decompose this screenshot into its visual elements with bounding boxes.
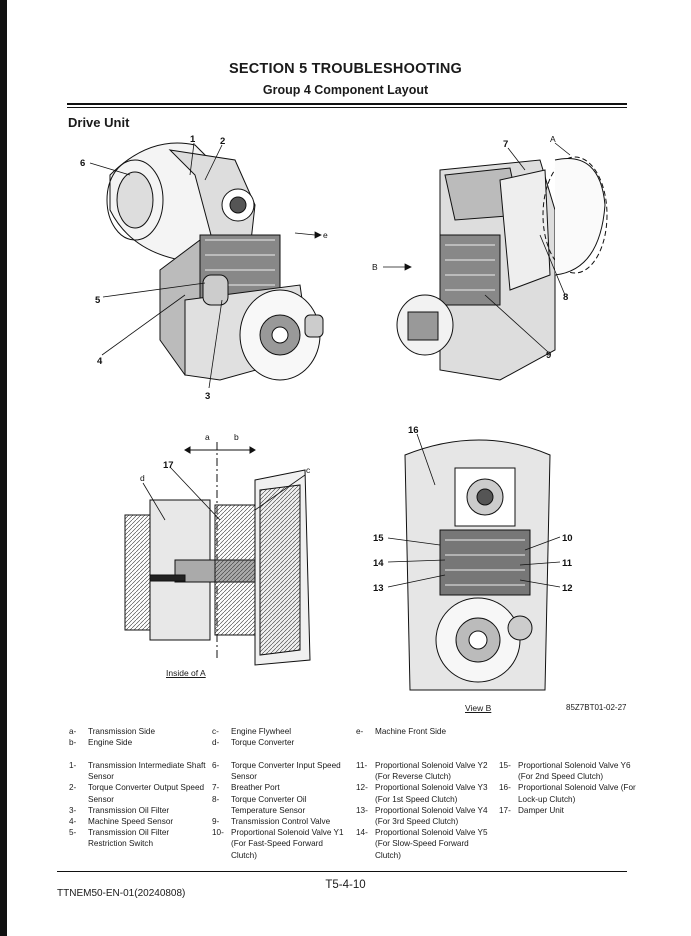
- legend-key: 9-: [212, 816, 220, 826]
- group-title: Group 4 Component Layout: [262, 83, 429, 97]
- legend-letters-col1: a- Transmission Side b- Engine Side: [69, 726, 209, 750]
- legend-text: Engine Flywheel: [231, 727, 292, 736]
- legend-key: 6-: [212, 761, 220, 770]
- callout-11: 11: [562, 558, 573, 569]
- legend-key: b-: [69, 738, 77, 748]
- caption-view-b: View B: [465, 703, 492, 713]
- legend-key: c-: [212, 727, 219, 736]
- callout-6: 6: [80, 158, 85, 169]
- legend-key: 1-: [69, 761, 77, 770]
- legend-key: 13-: [356, 805, 368, 815]
- letter-c: c: [306, 465, 311, 475]
- legend-text: Engine Side: [88, 738, 133, 748]
- legend-text: Proportional Solenoid Valve Y6 (For 2nd …: [518, 761, 631, 782]
- legend-letters-col3: e- Machine Front Side: [356, 726, 496, 738]
- legend-text: Proportional Solenoid Valve (For Lock-up…: [518, 783, 636, 804]
- section-heading: Drive Unit: [68, 115, 130, 130]
- callout-16: 16: [408, 425, 419, 436]
- callout-2: 2: [220, 136, 225, 147]
- legend-key: 14-: [356, 828, 368, 838]
- legend-letters-col2: c- Engine Flywheel d- Torque Converter: [212, 726, 352, 750]
- legend-key: 17-: [499, 805, 511, 815]
- callout-17: 17: [163, 460, 174, 471]
- legend-key: d-: [212, 738, 220, 748]
- legend-key: 2-: [69, 783, 77, 793]
- legend-text: Proportional Solenoid Valve Y4 (For 3rd …: [375, 805, 488, 826]
- callout-14: 14: [373, 558, 384, 569]
- legend-text: Machine Speed Sensor: [88, 816, 174, 826]
- callout-1: 1: [190, 134, 196, 145]
- callout-5: 5: [95, 295, 101, 306]
- legend-text: Transmission Intermediate Shaft Sensor: [88, 761, 206, 782]
- callout-10: 10: [562, 533, 573, 544]
- legend-text: Torque Converter Output Speed Sensor: [88, 783, 205, 804]
- rear-view-drawing: [396, 156, 608, 381]
- legend-key: a-: [69, 727, 77, 736]
- callout-4: 4: [97, 356, 103, 367]
- legend-text: Proportional Solenoid Valve Y1 (For Fast…: [231, 828, 344, 860]
- callout-15: 15: [373, 533, 384, 544]
- legend-text: Damper Unit: [518, 805, 564, 815]
- legend-text: Proportional Solenoid Valve Y5 (For Slow…: [375, 828, 488, 860]
- section-title: SECTION 5 TROUBLESHOOTING: [229, 61, 462, 77]
- legend-numbers-col2: 6- Torque Converter Input Speed Sensor 7-…: [212, 760, 352, 861]
- letter-e: e: [323, 230, 328, 240]
- callout-8: 8: [563, 292, 568, 303]
- section-view-drawing: [124, 442, 311, 666]
- callout-3: 3: [205, 391, 210, 402]
- front-view-drawing: [106, 142, 324, 381]
- callout-12: 12: [562, 583, 573, 594]
- legend-key: 7-: [212, 783, 220, 793]
- figure-code: 85Z7BT01-02-27: [566, 703, 627, 712]
- callout-7: 7: [503, 139, 508, 150]
- legend-key: 15-: [499, 761, 511, 770]
- footer-rule: [57, 871, 627, 872]
- header-rule-thin: [67, 107, 627, 108]
- legend-numbers-col4: 15- Proportional Solenoid Valve Y6 (For 2…: [499, 760, 639, 816]
- legend-text: Machine Front Side: [375, 727, 446, 736]
- legend-key: 11-: [356, 761, 368, 770]
- legend-key: 16-: [499, 783, 511, 793]
- legend-key: e-: [356, 727, 364, 736]
- legend-text: Transmission Oil Filter Restriction Swit…: [88, 828, 170, 849]
- letter-a: a: [205, 432, 210, 442]
- legend-text: Torque Converter Input Speed Sensor: [231, 761, 341, 782]
- document-code: TTNEM50-EN-01(20240808): [57, 888, 186, 899]
- legend-text: Torque Converter Oil Temperature Sensor: [231, 794, 307, 815]
- view-b-drawing: [404, 439, 551, 691]
- legend-text: Breather Port: [231, 783, 280, 793]
- legend-numbers-col3: 11- Proportional Solenoid Valve Y2 (For R…: [356, 760, 496, 861]
- legend-text: Proportional Solenoid Valve Y3 (For 1st …: [375, 783, 488, 804]
- letter-d: d: [140, 473, 145, 483]
- legend-key: 5-: [69, 828, 77, 838]
- legend-numbers-col1: 1- Transmission Intermediate Shaft Sensor…: [69, 760, 209, 850]
- legend-text: Transmission Oil Filter: [88, 805, 170, 815]
- header-rule-thick: [67, 103, 627, 105]
- letter-B: B: [372, 262, 378, 272]
- legend-key: 10-: [212, 828, 224, 838]
- legend-text: Transmission Control Valve: [231, 816, 331, 826]
- legend-key: 12-: [356, 783, 368, 793]
- legend-key: 8-: [212, 794, 220, 804]
- caption-inside-of-a: Inside of A: [166, 668, 206, 678]
- legend-text: Proportional Solenoid Valve Y2 (For Reve…: [375, 761, 488, 782]
- legend-key: 4-: [69, 816, 77, 826]
- callout-13: 13: [373, 583, 384, 594]
- page-number: T5-4-10: [325, 879, 366, 891]
- letter-b: b: [234, 432, 239, 442]
- legend-text: Torque Converter: [231, 738, 295, 748]
- letter-A: A: [550, 134, 556, 144]
- legend-text: Transmission Side: [88, 727, 156, 736]
- legend-key: 3-: [69, 805, 77, 815]
- page-edge-bar: [0, 0, 7, 936]
- callout-9: 9: [546, 350, 551, 361]
